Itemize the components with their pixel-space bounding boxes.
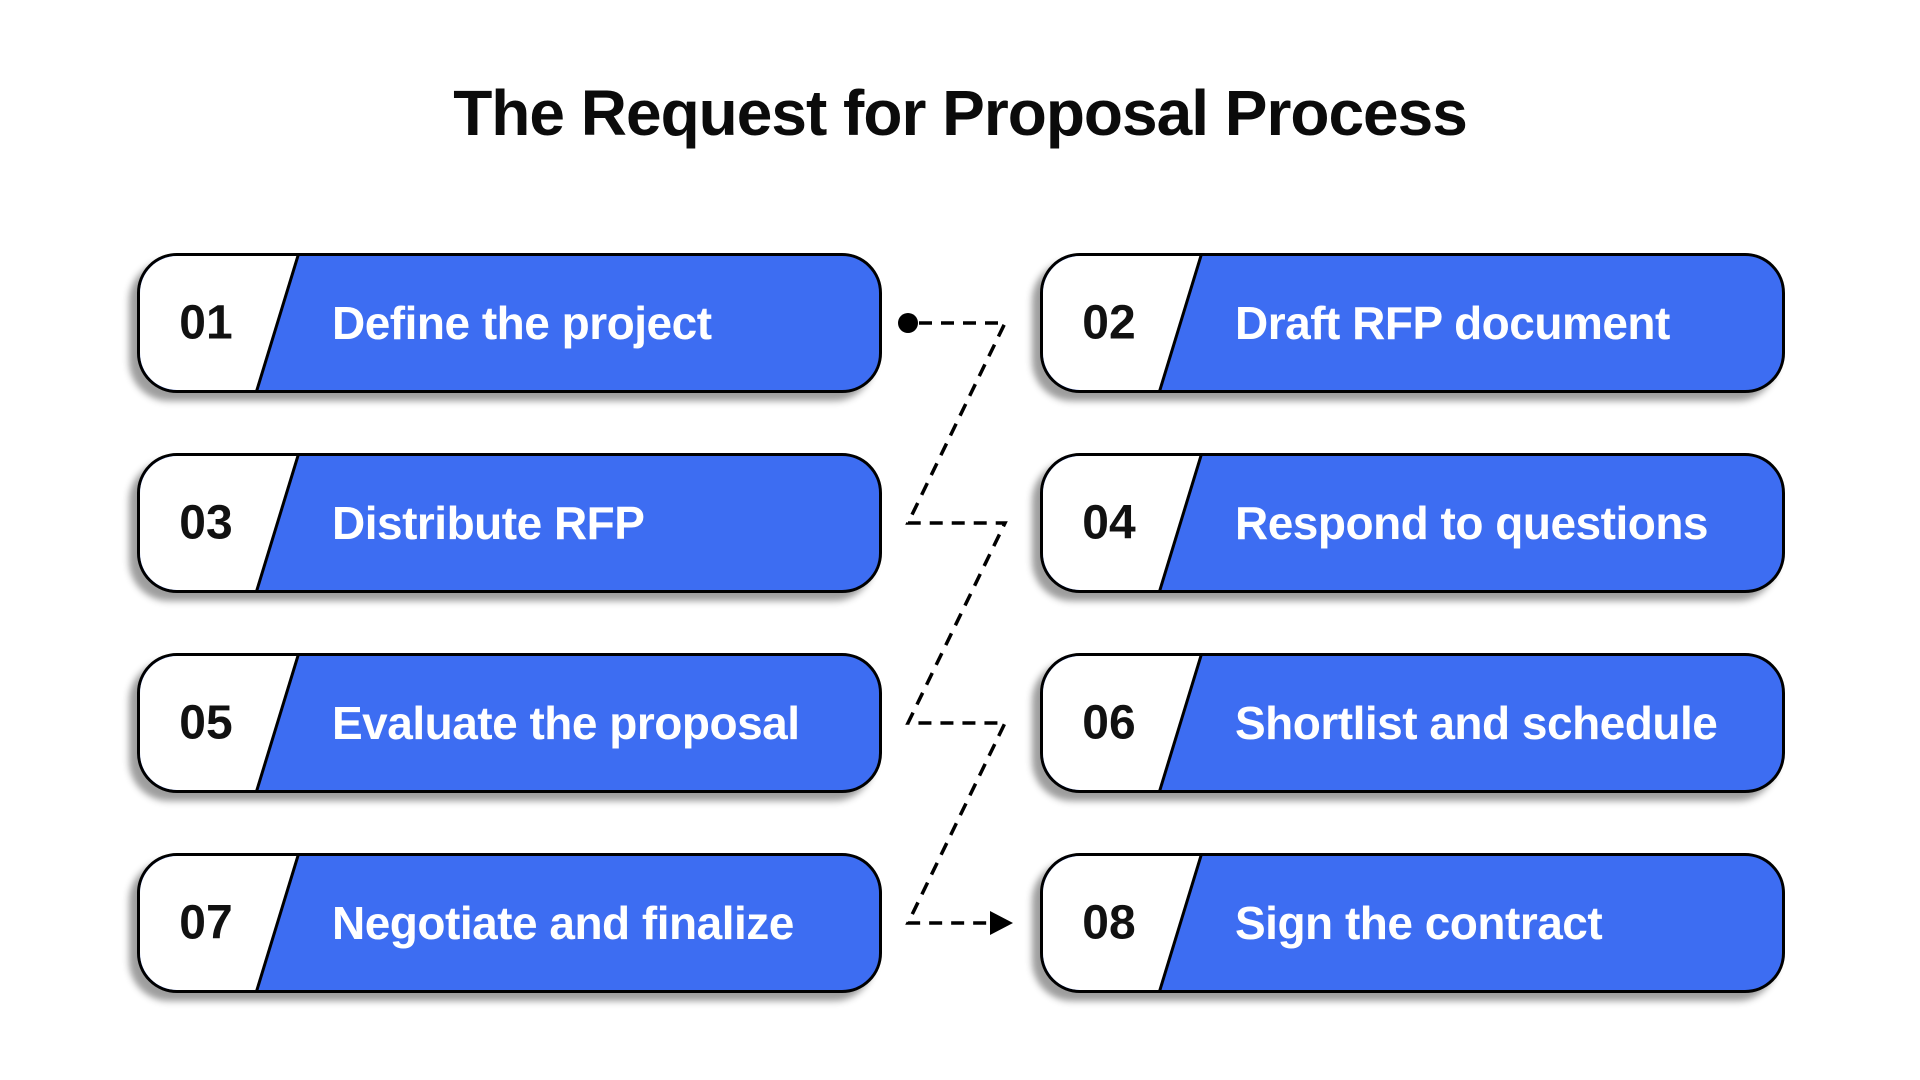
step-label: Shortlist and schedule	[1235, 697, 1718, 749]
step-number: 01	[179, 296, 233, 350]
step-label: Respond to questions	[1235, 497, 1709, 549]
step-card-04: 04 Respond to questions	[1040, 453, 1785, 593]
step-number-section: 02	[1043, 256, 1201, 390]
step-card-06: 06 Shortlist and schedule	[1040, 653, 1785, 793]
page-title: The Request for Proposal Process	[453, 77, 1468, 149]
step-number-section: 03	[140, 456, 298, 590]
step-number: 06	[1082, 696, 1136, 750]
step-number: 08	[1082, 896, 1136, 950]
step-label: Define the project	[332, 297, 712, 349]
step-number-section: 06	[1043, 656, 1201, 790]
arrow-right-icon	[990, 911, 1013, 935]
step-label: Draft RFP document	[1235, 297, 1670, 349]
step-number-section: 04	[1043, 456, 1201, 590]
step-card-01: 01 Define the project	[137, 253, 882, 393]
step-number-section: 07	[140, 856, 298, 990]
step-card-07: 07 Negotiate and finalize	[137, 853, 882, 993]
step-card-02: 02 Draft RFP document	[1040, 253, 1785, 393]
step-number-section: 01	[140, 256, 298, 390]
step-number-section: 08	[1043, 856, 1201, 990]
step-number-section: 05	[140, 656, 298, 790]
step-label: Distribute RFP	[332, 497, 645, 549]
step-card-03: 03 Distribute RFP	[137, 453, 882, 593]
step-card-08: 08 Sign the contract	[1040, 853, 1785, 993]
step-card-05: 05 Evaluate the proposal	[137, 653, 882, 793]
step-label: Sign the contract	[1235, 897, 1603, 949]
step-label: Negotiate and finalize	[332, 897, 794, 949]
step-number: 03	[179, 496, 233, 550]
step-number: 02	[1082, 296, 1136, 350]
dashed-zigzag-line	[905, 321, 1008, 925]
start-dot-icon	[898, 313, 918, 333]
step-number: 04	[1082, 496, 1136, 550]
step-label: Evaluate the proposal	[332, 697, 800, 749]
step-number: 05	[179, 696, 233, 750]
step-number: 07	[179, 896, 233, 950]
